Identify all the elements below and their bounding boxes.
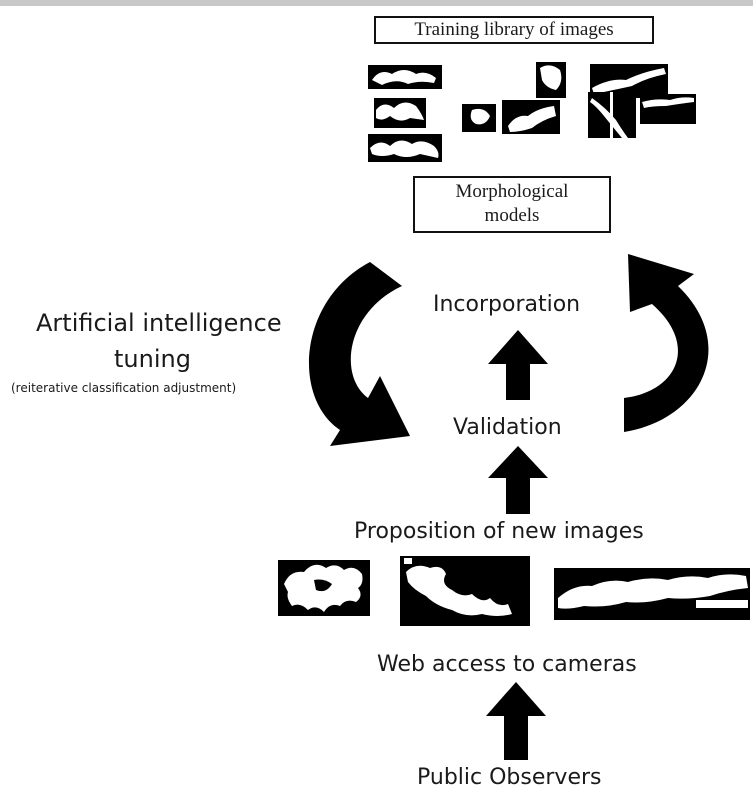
models-line-1: Morphological	[455, 181, 569, 202]
library-image-3	[368, 134, 442, 162]
library-image-4	[536, 62, 566, 98]
training-library-title: Training library of images	[374, 16, 654, 44]
library-image-9	[640, 94, 696, 124]
morphological-models-box: Morphological models	[413, 176, 611, 233]
up-arrow-to-web-access	[486, 682, 546, 760]
top-frame-border	[0, 0, 753, 6]
ai-title: Artificial intelligence	[36, 309, 282, 337]
new-image-1	[278, 560, 370, 616]
public-observers-label: Public Observers	[417, 765, 602, 790]
library-image-8	[588, 92, 636, 138]
proposition-label: Proposition of new images	[354, 519, 644, 544]
incorporation-label: Incorporation	[433, 292, 581, 317]
new-image-3	[554, 568, 750, 620]
web-access-label: Web access to cameras	[377, 652, 637, 677]
new-image-2	[400, 556, 530, 626]
models-line-2: models	[484, 205, 540, 226]
up-arrow-to-incorporation	[488, 330, 548, 400]
library-image-2	[374, 98, 426, 128]
validation-label: Validation	[453, 415, 562, 440]
library-image-5	[462, 104, 496, 132]
ai-tuning: tuning	[114, 345, 191, 373]
left-curved-arrow	[308, 262, 410, 446]
new-images-thumbnails	[278, 556, 750, 626]
library-image-6	[502, 100, 560, 134]
right-curved-arrow	[624, 254, 709, 432]
up-arrow-to-validation	[488, 446, 548, 514]
ai-subtitle: (reiterative classification adjustment)	[11, 381, 237, 395]
training-library-thumbnails	[368, 62, 696, 162]
library-image-1	[368, 65, 442, 89]
